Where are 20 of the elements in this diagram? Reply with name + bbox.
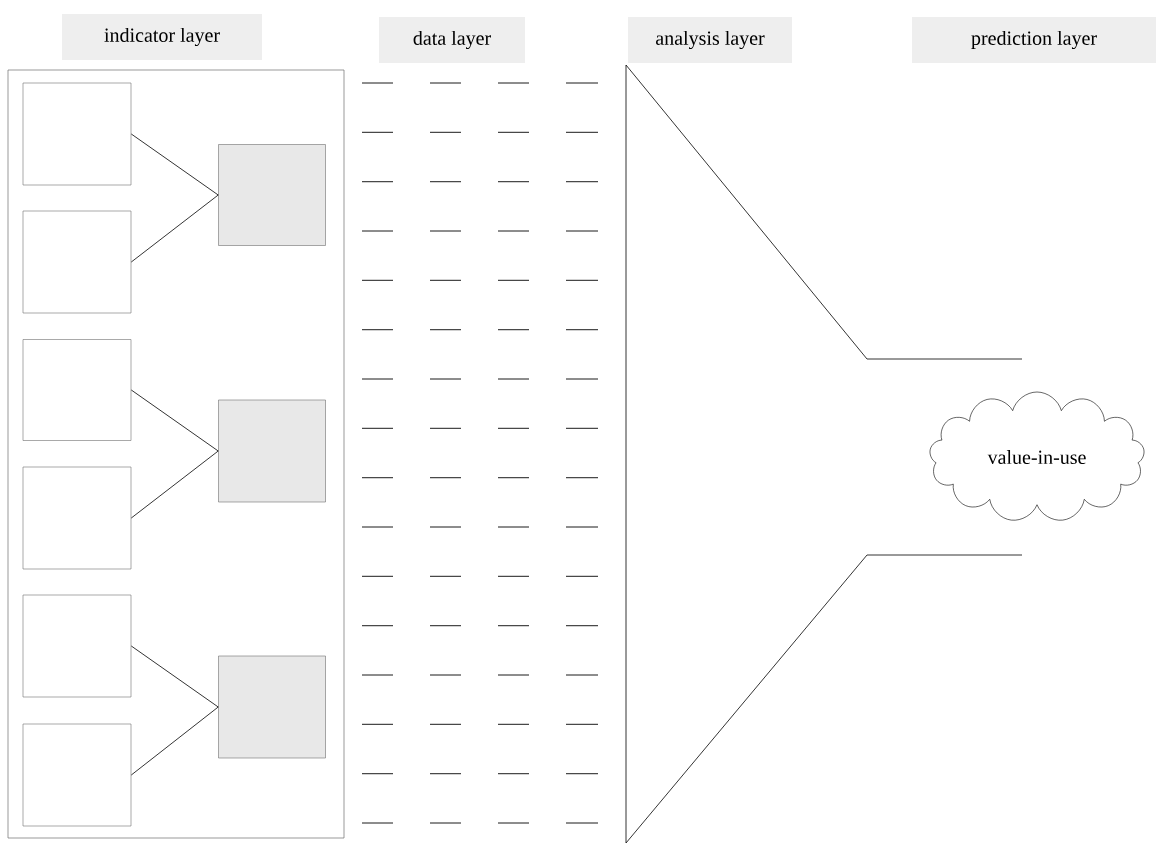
- layer-heading: indicator layer: [62, 14, 262, 60]
- indicator-box: [22, 82, 132, 186]
- aggregate-box: [218, 655, 326, 759]
- indicator-box: [22, 466, 132, 570]
- connector-line: [130, 389, 219, 452]
- indicator-box: [22, 594, 132, 698]
- layer-heading: data layer: [379, 17, 525, 63]
- layer-heading: prediction layer: [912, 17, 1156, 63]
- value-cloud: value-in-use: [929, 391, 1145, 521]
- indicator-box: [22, 723, 132, 827]
- connector-line: [130, 194, 219, 263]
- indicator-box: [22, 210, 132, 314]
- aggregate-box: [218, 144, 326, 246]
- connector-line: [130, 645, 219, 708]
- aggregate-box: [218, 399, 326, 503]
- connector-line: [130, 133, 219, 196]
- connector-line: [130, 706, 219, 776]
- layer-heading: analysis layer: [628, 17, 792, 63]
- indicator-box: [22, 339, 132, 441]
- connector-line: [130, 450, 219, 519]
